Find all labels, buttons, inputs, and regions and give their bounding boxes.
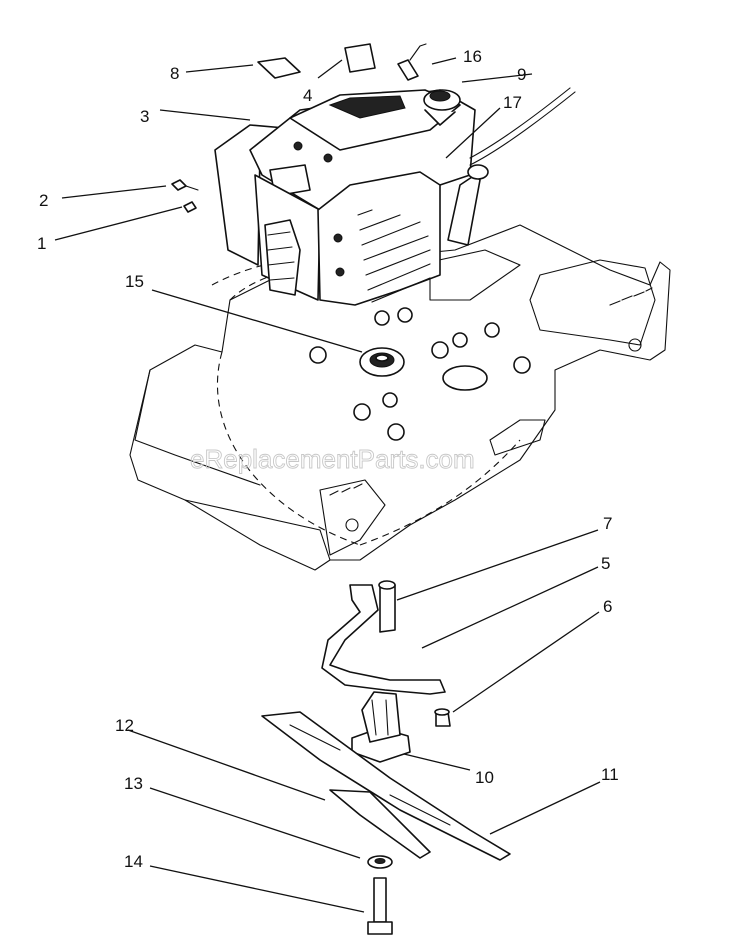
part-13-washer [367,855,393,869]
callout-2: 2 [39,191,48,210]
callout-labels: 1 2 3 4 5 6 7 8 9 10 11 12 13 14 15 16 1… [37,47,619,871]
callout-17: 17 [503,93,522,112]
callout-4: 4 [303,86,312,105]
callout-11: 11 [601,765,619,784]
leader-lines [54,57,601,913]
watermark-text: eReplacementParts.com [190,444,475,474]
part-7-bolt [378,580,396,633]
callout-5: 5 [601,554,610,573]
callout-12: 12 [115,716,134,735]
callout-8: 8 [170,64,179,83]
part-11-blade [261,711,511,861]
callout-16: 16 [463,47,482,66]
callout-3: 3 [140,107,149,126]
part-15-bearing [359,347,405,377]
callout-6: 6 [603,597,612,616]
part-14-bolt [367,877,393,935]
callout-10: 10 [475,768,494,787]
part-10-adapter [351,691,411,763]
callout-9: 9 [517,65,526,84]
cover-hatching [357,209,431,303]
part-5-bracket [321,584,446,695]
callout-14: 14 [124,852,143,871]
deck-bosses [309,307,531,441]
callout-15: 15 [125,272,144,291]
part-8-filter-pad [257,57,301,79]
part-6-nut [434,708,451,727]
engine [214,87,576,306]
part-1-2-screws [171,179,199,213]
part-4-filter [344,43,376,73]
callout-1: 1 [37,234,46,253]
callout-13: 13 [124,774,143,793]
part-16-spark-plug [397,43,427,81]
mower-deck [129,224,671,571]
callout-7: 7 [603,514,612,533]
